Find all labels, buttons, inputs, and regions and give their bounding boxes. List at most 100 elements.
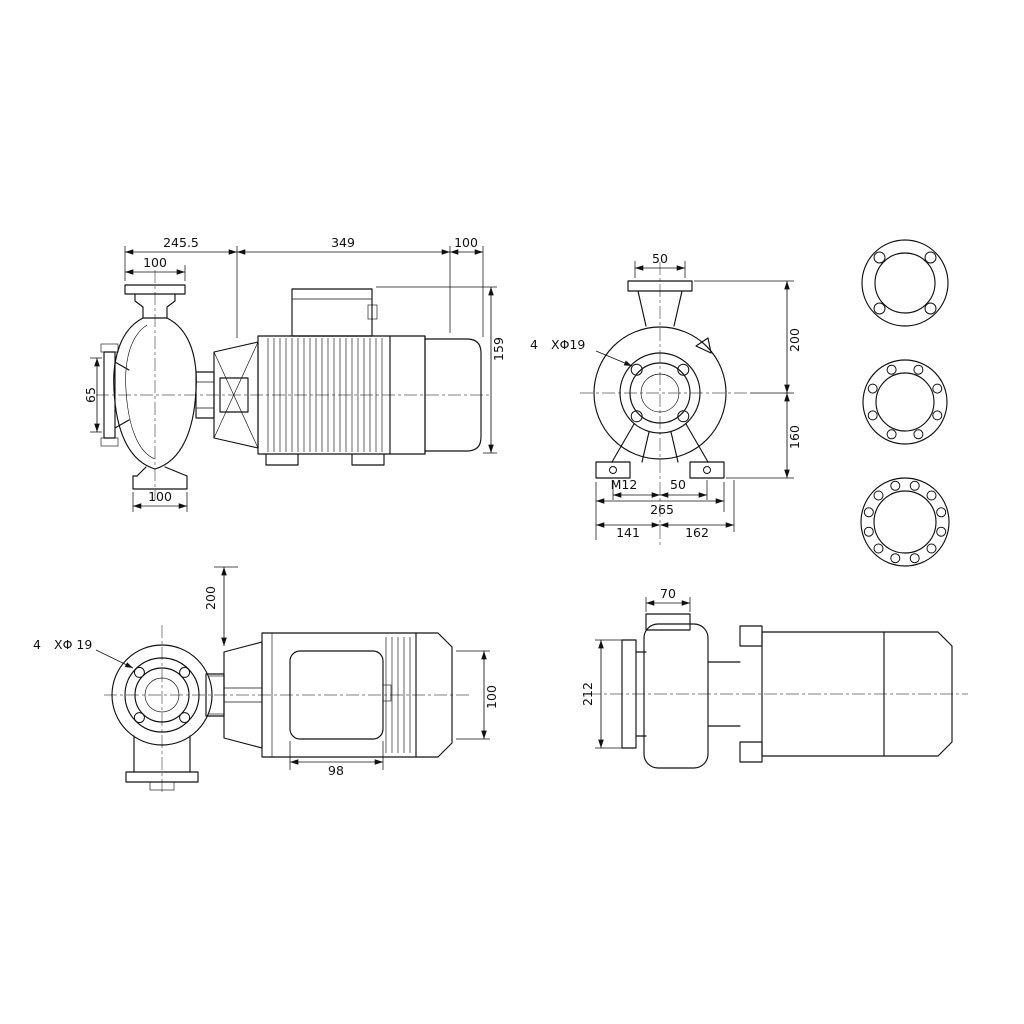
bolt-hole	[926, 543, 937, 554]
suction-raised-face	[134, 667, 190, 723]
dim-height-above-cl: 200	[787, 328, 802, 352]
seal-housing	[205, 673, 225, 717]
side-motor-height-dimension: 159	[376, 286, 506, 454]
foot-hole-left	[609, 466, 617, 474]
flange-bolt-hole	[179, 666, 191, 678]
side-foot-width-dimension: 100	[132, 489, 188, 512]
plan-view: 200 4 XΦ 19	[33, 566, 499, 795]
motor-frame	[261, 632, 453, 758]
dim-motor-length: 349	[331, 235, 355, 250]
side-suction-port-dimension: 65	[83, 357, 102, 433]
flange-bolt-hole	[630, 410, 643, 423]
flange-bolt-hole	[133, 666, 145, 678]
plan-cl-height-dimension: 200	[203, 566, 238, 647]
left-foot	[595, 461, 631, 479]
bolt-hole	[890, 480, 901, 491]
dim-cl-height: 200	[203, 586, 218, 610]
end-port-dimension: 50	[634, 251, 686, 278]
bolt-hole	[924, 302, 937, 315]
suction-flange-edge	[621, 639, 637, 749]
bearing-housing	[219, 377, 249, 413]
bolt-hole	[909, 553, 920, 564]
right-foot	[689, 461, 725, 479]
dim-discharge-port: 50	[652, 251, 668, 266]
dim-discharge-flange-width: 100	[143, 255, 167, 270]
callout-bolt-count: 4	[530, 337, 538, 352]
bolt-hole	[873, 251, 886, 264]
dim-pump-length: 245.5	[163, 235, 199, 250]
end-bottom-dimensions: M12 50 265 141 162	[595, 477, 735, 540]
dim-rear-overhang: 100	[454, 235, 478, 250]
flange-pattern-8-hole	[862, 359, 948, 445]
suction-bore	[144, 677, 180, 713]
flange-bolt-top	[100, 343, 119, 353]
casing-outline	[111, 644, 213, 746]
bolt-hole	[913, 429, 924, 440]
discharge-flange	[124, 284, 186, 295]
motor-plan-flange-dimension: 212	[580, 639, 622, 749]
dim-suction-port: 65	[83, 387, 98, 403]
port-boss	[645, 613, 691, 631]
terminal-box	[291, 288, 373, 337]
plan-box-width-dimension: 98	[289, 741, 384, 778]
pump-foot	[132, 466, 188, 490]
bolt-hole	[926, 490, 937, 501]
callout-leader	[595, 350, 633, 367]
callout-bolt-hole: XΦ19	[551, 337, 585, 352]
suction-flange-od	[124, 657, 200, 733]
discharge-neck	[134, 293, 176, 319]
plan-box-height-dimension: 100	[456, 650, 499, 740]
side-pump-outline	[100, 284, 197, 490]
bolt-hole	[890, 553, 901, 564]
bolt-hole	[867, 383, 878, 394]
flange-bolt-hole	[179, 712, 191, 724]
bolt-hole	[913, 364, 924, 375]
end-view: 50 4 XΦ19	[530, 251, 802, 545]
flange-bolt-hole	[133, 712, 145, 724]
bolt-hole	[932, 383, 943, 394]
motor-fins	[385, 637, 411, 753]
mounting-lug-top	[739, 625, 763, 647]
bolt-hole	[932, 410, 943, 421]
volute-inner-contour	[125, 324, 156, 460]
flange-bolt-hole	[630, 363, 643, 376]
bolt-hole	[886, 364, 897, 375]
dim-flange-height: 212	[580, 682, 595, 706]
side-bracket-outline	[195, 341, 259, 449]
fan-cover	[424, 338, 482, 452]
bolt-hole	[867, 410, 878, 421]
dim-foot-width: 100	[148, 489, 172, 504]
bottom-nub	[149, 781, 175, 791]
side-view: 245.5 349 100 100 65	[83, 235, 506, 512]
flange-bolt-hole	[677, 363, 690, 376]
end-bolt-callout: 4 XΦ19	[530, 337, 633, 367]
dim-height-below-cl: 160	[787, 425, 802, 449]
volute-outline	[593, 326, 727, 460]
discharge-neck-front	[637, 290, 683, 327]
motor-fins	[267, 338, 383, 452]
bolt-hole	[863, 526, 874, 537]
dim-foot-hole-offset: 50	[670, 477, 686, 492]
end-casing-outline	[593, 280, 727, 479]
flange-pattern-12-hole	[860, 477, 950, 567]
bolt-hole	[873, 302, 886, 315]
dim-foot-thread: M12	[611, 477, 638, 492]
flange-bolt-hole	[677, 410, 690, 423]
foot-hole-right	[703, 466, 711, 474]
bolt-hole	[873, 543, 884, 554]
flange-pattern-4-hole	[861, 239, 949, 327]
bolt-hole	[924, 251, 937, 264]
dim-port-width: 70	[660, 586, 676, 601]
side-flange-width-dimension: 100	[124, 255, 186, 281]
bolt-hole	[886, 429, 897, 440]
motor-foot-rear	[351, 453, 385, 466]
casing-lug	[695, 337, 712, 354]
dim-foot-span: 265	[650, 502, 674, 517]
side-top-dimension-chain: 245.5 349 100	[124, 235, 484, 338]
dim-motor-height: 159	[491, 337, 506, 361]
plan-pump-outline	[111, 644, 213, 791]
bolt-hole	[873, 490, 884, 501]
side-motor-outline	[257, 288, 482, 466]
motor-plan-port-dimension: 70	[645, 586, 691, 612]
